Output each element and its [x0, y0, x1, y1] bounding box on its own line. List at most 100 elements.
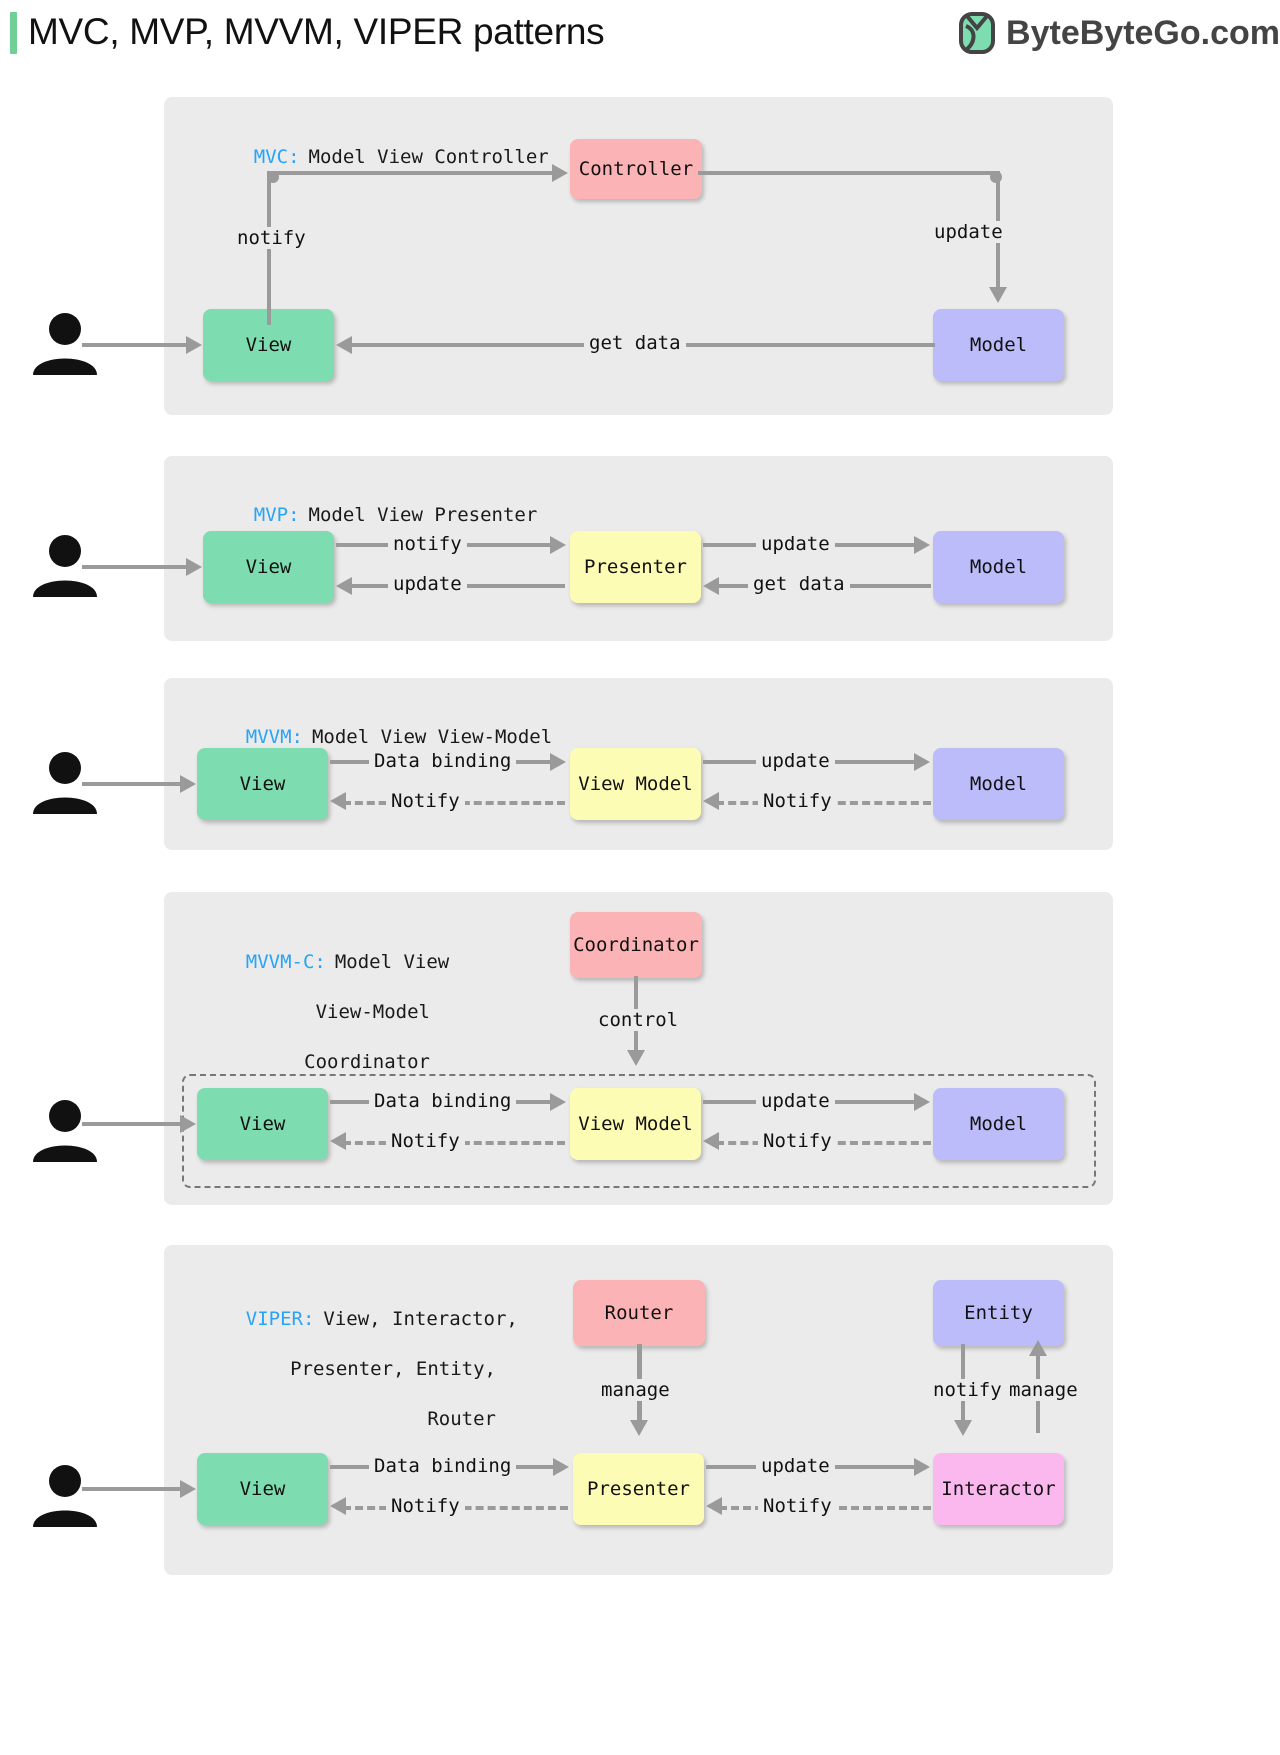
edge-label-update-mvp: update — [756, 533, 835, 555]
edge-user-to-view-mvvm — [82, 782, 184, 786]
node-router[interactable]: Router — [573, 1280, 705, 1346]
panel-expansion-mvvmc-l3: Coordinator — [304, 1051, 430, 1073]
edge-label-notify-right-mvvmc: Notify — [758, 1130, 837, 1152]
panel-viper: VIPER:View, Interactor, Presenter, Entit… — [82, 1245, 1113, 1575]
panel-mvvm: MVVM:Model View View-Model View View Mod… — [82, 678, 1113, 850]
arrow-viewmodel-to-model — [914, 753, 930, 771]
panel-expansion-viper-l1: View, Interactor, — [323, 1308, 518, 1330]
panel-key-mvc: MVC: — [253, 146, 300, 168]
edge-label-data-binding-viper: Data binding — [369, 1455, 517, 1477]
arrow-router-to-presenter — [630, 1420, 648, 1436]
node-view-mvvm[interactable]: View — [197, 748, 328, 820]
arrow-to-controller — [552, 164, 568, 182]
user-icon-mvvmc — [33, 1100, 97, 1162]
brand-logo-group: ByteByteGo.com — [958, 12, 1280, 54]
edge-label-get-data-mvp: get data — [748, 573, 850, 595]
edge-corner-1 — [267, 171, 279, 183]
panel-mvc: MVC:Model View Controller Controller Vie… — [82, 97, 1113, 415]
page-title: MVC, MVP, MVVM, VIPER patterns — [28, 11, 605, 52]
node-controller[interactable]: Controller — [570, 139, 702, 199]
arrow-model-notify-viewmodel — [703, 792, 719, 810]
panel-expansion-mvp: Model View Presenter — [308, 504, 538, 526]
node-view-mvp[interactable]: View — [203, 531, 334, 603]
panel-expansion-mvvmc-l1: Model View — [334, 951, 450, 973]
user-icon-mvvm — [33, 752, 97, 814]
arrow-view-to-presenter-viper — [553, 1458, 569, 1476]
panel-title-mvp: MVP: Model View Presenter — [208, 478, 538, 553]
node-view-mvvmc[interactable]: View — [197, 1088, 328, 1160]
node-presenter-mvp[interactable]: Presenter — [570, 531, 701, 603]
node-view-model-mvvm[interactable]: View Model — [570, 748, 701, 820]
edge-label-notify-left-viper: Notify — [386, 1495, 465, 1517]
edge-label-data-binding-mvvm: Data binding — [369, 750, 517, 772]
node-coordinator[interactable]: Coordinator — [570, 912, 702, 978]
arrow-presenter-notify-view — [330, 1497, 346, 1515]
node-model-mvc[interactable]: Model — [933, 309, 1064, 381]
edge-label-get-data-mvc: get data — [584, 332, 686, 354]
panel-expansion-viper-l3: Router — [427, 1408, 496, 1430]
arrow-user-to-view-mvvmc — [180, 1115, 196, 1133]
edge-label-update-mvvm: update — [756, 750, 835, 772]
edge-label-control-mvvmc: control — [593, 1009, 684, 1031]
panel-expansion-viper-l2: Presenter, Entity, — [290, 1358, 496, 1380]
arrow-view-to-viewmodel-mvvmc — [550, 1093, 566, 1111]
node-model-mvvm[interactable]: Model — [933, 748, 1064, 820]
bytebytego-logo-icon — [959, 12, 996, 54]
edge-label-notify-entity: notify — [928, 1379, 1007, 1401]
arrow-to-model-mvc — [989, 287, 1007, 303]
edge-label-update-viper: update — [756, 1455, 835, 1477]
arrow-coordinator-to-viewmodel — [627, 1050, 645, 1066]
edge-label-update-mvc: update — [929, 221, 1008, 243]
title-accent-bar — [10, 12, 17, 54]
node-view-viper[interactable]: View — [197, 1453, 328, 1525]
node-interactor[interactable]: Interactor — [933, 1453, 1064, 1525]
panel-mvp: MVP:Model View Presenter View Presenter … — [82, 456, 1113, 641]
page-header: MVC, MVP, MVVM, VIPER patterns ByteByteG… — [0, 0, 1280, 72]
node-model-mvvmc[interactable]: Model — [933, 1088, 1064, 1160]
arrow-interactor-to-entity — [1029, 1340, 1047, 1356]
edge-label-manage-router: manage — [596, 1379, 675, 1401]
panel-key-mvvm: MVVM: — [245, 726, 303, 748]
arrow-presenter-to-view — [336, 577, 352, 595]
panel-expansion-mvc: Model View Controller — [308, 146, 549, 168]
node-entity[interactable]: Entity — [933, 1280, 1064, 1346]
edge-view-to-controller-horizontal — [267, 171, 555, 175]
edge-user-to-view-mvp — [82, 565, 190, 569]
panel-title-mvvm: MVVM:Model View View-Model — [200, 700, 552, 775]
arrow-user-to-view-viper — [180, 1480, 196, 1498]
node-presenter-viper[interactable]: Presenter — [573, 1453, 704, 1525]
edge-label-notify-right-viper: Notify — [758, 1495, 837, 1517]
arrow-view-to-viewmodel — [550, 753, 566, 771]
panel-title-mvvmc: MVVM-C:Model View View-Model Coordinator — [200, 925, 449, 1100]
arrow-presenter-to-model — [914, 536, 930, 554]
panel-title-mvc: MVC: Model View Controller — [208, 120, 549, 195]
edge-label-notify-left-mvvmc: Notify — [386, 1130, 465, 1152]
arrow-viewmodel-to-model-mvvmc — [914, 1093, 930, 1111]
brand-name: ByteByteGo.com — [1006, 13, 1280, 52]
edge-label-notify-left-mvvm: Notify — [386, 790, 465, 812]
arrow-model-to-presenter — [703, 577, 719, 595]
edge-user-to-view-mvc — [82, 343, 190, 347]
edge-corner-2 — [990, 171, 1002, 183]
panel-key-mvp: MVP: — [253, 504, 300, 526]
edge-user-to-view-viper — [82, 1487, 184, 1491]
user-icon-mvp — [33, 535, 97, 597]
edge-label-data-binding-mvvmc: Data binding — [369, 1090, 517, 1112]
arrow-user-to-view-mvvm — [180, 775, 196, 793]
edge-user-to-view-mvvmc — [82, 1122, 184, 1126]
user-icon-mvc — [33, 313, 97, 375]
node-model-mvp[interactable]: Model — [933, 531, 1064, 603]
arrow-to-view-mvc — [336, 336, 352, 354]
edge-label-notify-right-mvvm: Notify — [758, 790, 837, 812]
arrow-model-notify-viewmodel-mvvmc — [703, 1132, 719, 1150]
arrow-view-to-presenter — [550, 536, 566, 554]
arrow-user-to-view-mvc — [186, 336, 202, 354]
edge-label-update-mvvmc: update — [756, 1090, 835, 1112]
arrow-user-to-view-mvp — [186, 558, 202, 576]
panel-title-viper: VIPER:View, Interactor, Presenter, Entit… — [200, 1282, 518, 1457]
node-view-model-mvvmc[interactable]: View Model — [570, 1088, 701, 1160]
arrow-interactor-notify-presenter — [706, 1497, 722, 1515]
user-icon-viper — [33, 1465, 97, 1527]
panel-mvvmc: MVVM-C:Model View View-Model Coordinator… — [82, 892, 1113, 1205]
edge-view-to-controller-vertical — [267, 175, 271, 325]
